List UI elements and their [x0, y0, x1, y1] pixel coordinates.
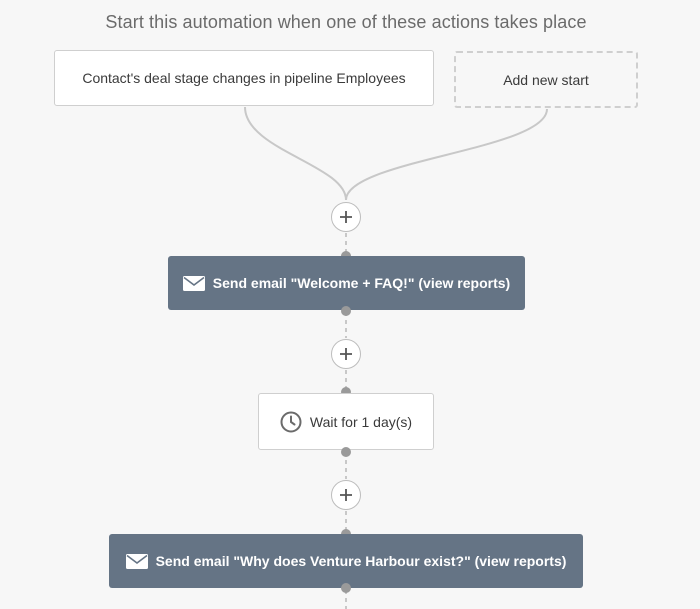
envelope-icon	[182, 275, 205, 291]
send-email-label: Send email "Why does Venture Harbour exi…	[155, 553, 567, 569]
automation-start-heading: Start this automation when one of these …	[105, 12, 587, 32]
clock-icon	[280, 411, 302, 432]
connector-node	[341, 447, 351, 457]
envelope-icon	[125, 553, 148, 569]
wait-step[interactable]: Wait for 1 day(s)	[258, 393, 434, 450]
plus-icon	[340, 348, 352, 360]
send-email-label: Send email "Welcome + FAQ!" (view report…	[212, 275, 511, 291]
plus-icon	[340, 489, 352, 501]
wait-label: Wait for 1 day(s)	[309, 413, 413, 430]
trigger-deal-stage-change[interactable]: Contact's deal stage changes in pipeline…	[54, 50, 434, 106]
add-step-button[interactable]	[331, 202, 361, 232]
add-step-button[interactable]	[331, 480, 361, 510]
connector-node	[341, 306, 351, 316]
connector-node	[341, 387, 351, 397]
send-email-action[interactable]: Send email "Why does Venture Harbour exi…	[109, 534, 583, 588]
connector-node	[341, 583, 351, 593]
send-email-action[interactable]: Send email "Welcome + FAQ!" (view report…	[168, 256, 525, 310]
add-step-button[interactable]	[331, 339, 361, 369]
add-new-start-button[interactable]: Add new start	[454, 51, 638, 108]
plus-icon	[340, 211, 352, 223]
